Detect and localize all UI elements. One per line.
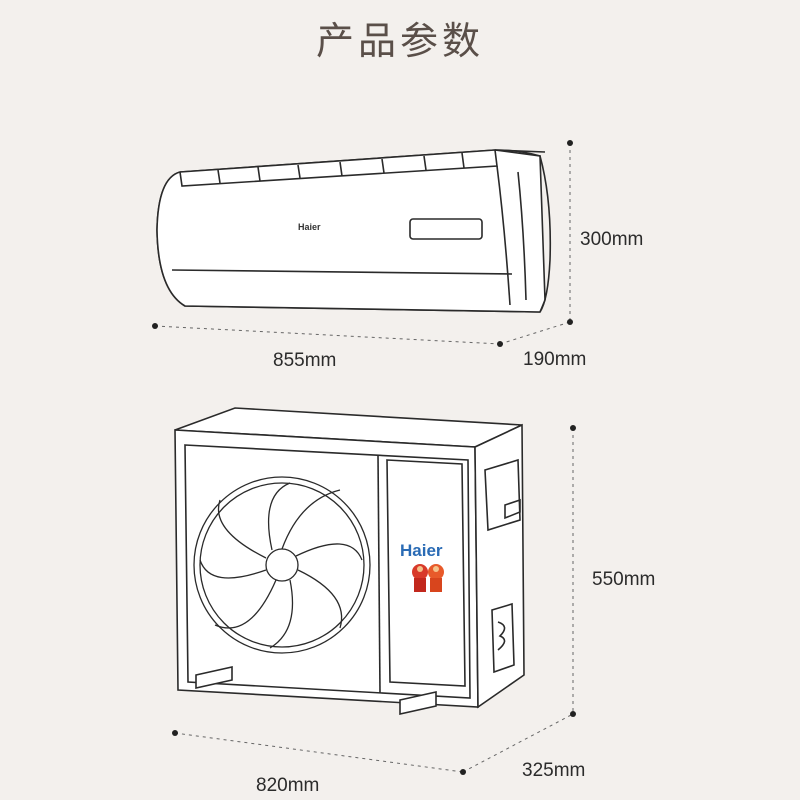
outdoor-width-label: 820mm bbox=[256, 775, 320, 796]
indoor-brand-logo: Haier bbox=[298, 222, 321, 232]
page-title: 产品参数 bbox=[315, 19, 484, 63]
indoor-height-label: 300mm bbox=[580, 229, 644, 250]
indoor-width-label: 855mm bbox=[273, 350, 337, 371]
indoor-dimension-lines bbox=[154, 143, 571, 345]
outdoor-height-label: 550mm bbox=[592, 569, 656, 590]
outdoor-dimension-lines bbox=[174, 428, 574, 773]
mascot-icon bbox=[412, 564, 444, 592]
indoor-dimension-dots bbox=[152, 140, 573, 347]
indoor-depth-label: 190mm bbox=[523, 349, 587, 370]
indoor-unit bbox=[156, 149, 552, 313]
outdoor-unit bbox=[174, 407, 525, 715]
fan-grille bbox=[193, 476, 371, 654]
outdoor-brand-logo: Haier bbox=[400, 541, 443, 560]
outdoor-depth-label: 325mm bbox=[522, 760, 586, 781]
outdoor-dimension-dots bbox=[172, 425, 576, 775]
